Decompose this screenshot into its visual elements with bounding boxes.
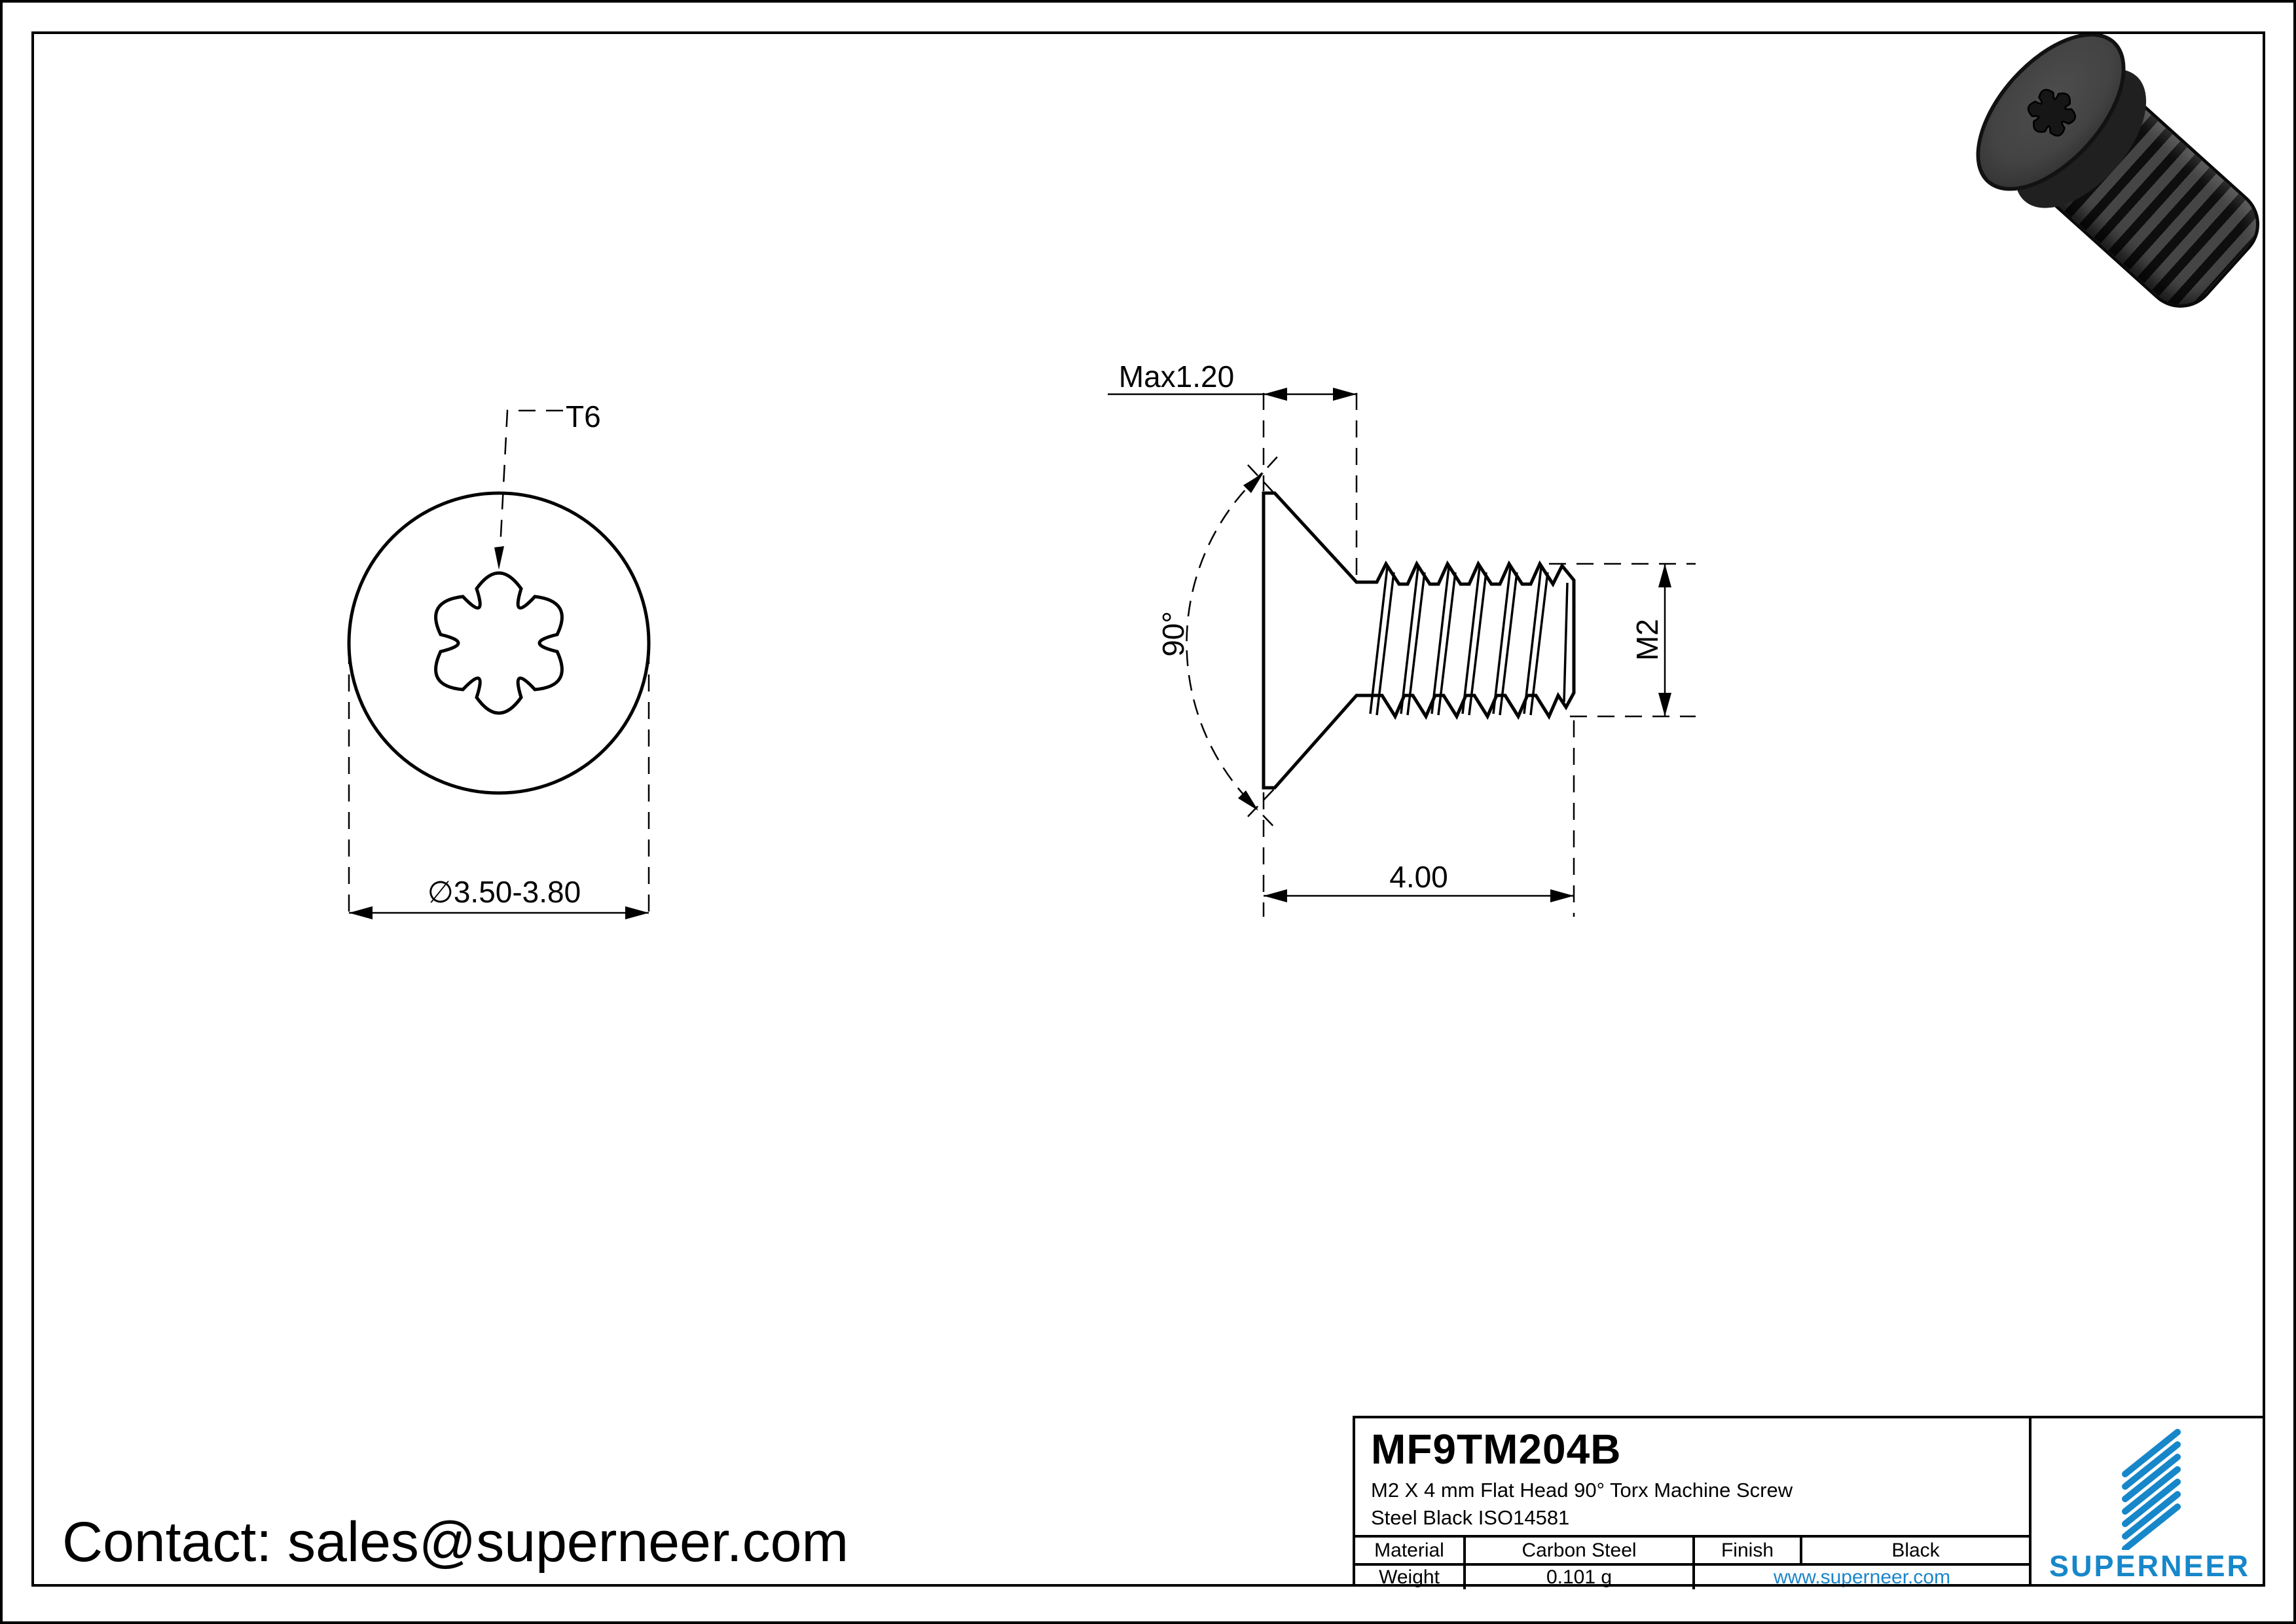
- brand-logo-cell: SUPERNEER: [2029, 1418, 2268, 1587]
- finish-value: Black: [1891, 1539, 1940, 1561]
- torx-recess-outline: [434, 571, 564, 715]
- dim-arrow-up: [1658, 564, 1671, 587]
- finish-label: Finish: [1695, 1538, 1802, 1563]
- length-dimension: [1262, 720, 1575, 917]
- material-label: Material: [1355, 1538, 1466, 1563]
- leader-arrowhead: [494, 546, 504, 570]
- screw-outline: [1262, 491, 1576, 790]
- thread-size-label: M2: [1630, 619, 1664, 661]
- material-value: Carbon Steel: [1466, 1538, 1695, 1563]
- head-thickness-dimension: [1108, 393, 1358, 580]
- arc-arrow-top: [1243, 473, 1264, 493]
- screw-side-view: [1262, 491, 1576, 790]
- dim-arrow-right: [625, 906, 649, 919]
- drawing-frame: [31, 31, 2265, 1587]
- thread-flank-lines: [1369, 566, 1569, 716]
- dim-arrow-left: [349, 906, 373, 919]
- dim-arrow-right: [1550, 889, 1574, 902]
- torx-size-leader: [498, 409, 563, 561]
- countersink-angle-label: 90°: [1156, 611, 1190, 657]
- head-outline-circle: [347, 491, 651, 795]
- dim-arrow-left: [1264, 889, 1287, 902]
- dim-arrow-right: [1333, 388, 1357, 401]
- part-description-line2: Steel Black ISO14581: [1371, 1506, 1570, 1529]
- screw-3d-torx-recess: [2027, 88, 2076, 137]
- head-thickness-label: Max1.20: [1119, 360, 1234, 394]
- diameter-dimension: [348, 647, 650, 919]
- dim-arrow-down: [1658, 693, 1671, 716]
- part-number: MF9TM204B: [1371, 1426, 1622, 1473]
- part-description-area: MF9TM204B M2 X 4 mm Flat Head 90° Torx M…: [1355, 1418, 2029, 1535]
- head-diameter-label: ∅3.50-3.80: [428, 875, 581, 909]
- screw-3d-rendering: [1948, 6, 2275, 323]
- thread-size-dimension: [1549, 563, 1696, 718]
- countersink-angle-dimension: [1186, 452, 1282, 831]
- arc-arrow-bottom: [1238, 790, 1258, 811]
- part-description-line1: M2 X 4 mm Flat Head 90° Torx Machine Scr…: [1371, 1479, 1793, 1502]
- superneer-logo-icon: [2122, 1429, 2181, 1550]
- contact-email-text: Contact: sales@superneer.com: [62, 1511, 849, 1574]
- title-block-main: MF9TM204B M2 X 4 mm Flat Head 90° Torx M…: [1355, 1418, 2029, 1589]
- title-block: MF9TM204B M2 X 4 mm Flat Head 90° Torx M…: [1353, 1416, 2268, 1589]
- length-label: 4.00: [1389, 860, 1448, 894]
- material-finish-row: Material Carbon Steel Finish Black: [1355, 1535, 2029, 1563]
- torx-size-label: T6: [566, 399, 601, 434]
- brand-name: SUPERNEER: [2049, 1549, 2251, 1583]
- dim-arrow-left: [1264, 388, 1287, 401]
- head-top-view: [347, 491, 651, 795]
